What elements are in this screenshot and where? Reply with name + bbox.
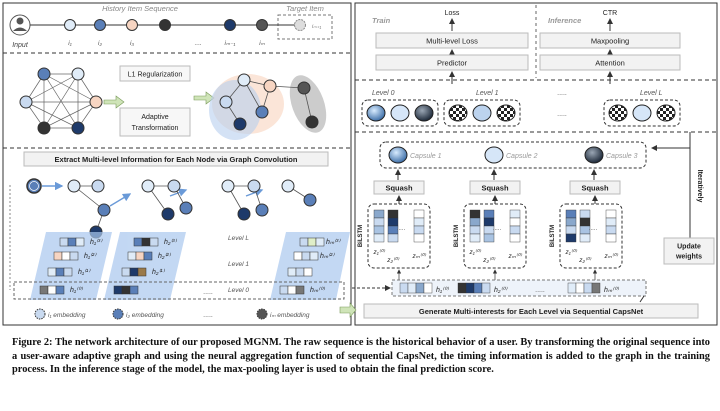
squash-box: Squash <box>581 184 609 193</box>
dots: ..... <box>397 226 406 232</box>
generate-label: Generate Multi-interests for Each Level … <box>419 307 644 316</box>
h-label: hₘ⁽³⁾ <box>326 238 341 246</box>
level-0-label: Level 0 <box>228 287 249 294</box>
h-label: h₁⁽⁰⁾ <box>70 286 84 294</box>
level-l-label: Level L <box>228 235 249 242</box>
capsule-label: Capsule 1 <box>410 153 442 160</box>
input-label: Input <box>12 42 29 49</box>
dots: ..... <box>589 226 598 232</box>
graph-section: L1 Regularization Adaptive Transformatio… <box>19 65 327 140</box>
h-label: hₘ⁽⁰⁾ <box>310 286 326 294</box>
seq-label: .... <box>194 40 201 47</box>
dots: ..... <box>203 312 213 319</box>
extract-label: Extract Multi-level Information for Each… <box>55 155 298 164</box>
z-label: z₂⁽⁰⁾ <box>386 257 400 264</box>
squash-box: Squash <box>481 184 509 193</box>
dots: ..... <box>203 289 213 296</box>
embedding-label: i₂ embedding <box>126 312 164 319</box>
h-label: h₁⁽¹⁾ <box>78 268 91 276</box>
h-label: hₘ⁽⁰⁾ <box>604 286 620 294</box>
level-1-label: Level 1 <box>228 261 249 268</box>
architecture-diagram: Input History Item Sequence Target Item … <box>2 2 718 326</box>
target-label: Target Item <box>286 4 324 13</box>
h-label: h₂⁽³⁾ <box>164 238 178 246</box>
ctr-label: CTR <box>603 10 617 17</box>
z-label: zₘ⁽⁰⁾ <box>411 253 427 260</box>
train-label: Train <box>372 16 391 25</box>
update-weights-label-2: weights <box>675 254 702 261</box>
z-label: zₘ⁽⁰⁾ <box>603 253 619 260</box>
seq-label: i₂ <box>98 40 102 47</box>
level-l-label: Level L <box>640 90 663 97</box>
capsnet-section: Capsule 1 Capsule 2 Capsule 3 Squash Squ… <box>352 132 715 319</box>
h-label: hₘ⁽²⁾ <box>320 252 335 260</box>
caption-text: The network architecture of our proposed… <box>12 337 711 376</box>
train-inference-section: Train Inference Loss CTR Multi-level Los… <box>372 10 681 84</box>
dots: ..... <box>557 111 567 118</box>
maxpooling-box: Maxpooling <box>591 37 629 46</box>
l1-regularization-label: L1 Regularization <box>128 72 183 79</box>
capsule-label: Capsule 3 <box>606 153 638 160</box>
h-label: h₂⁽¹⁾ <box>152 268 166 276</box>
inference-label: Inference <box>548 16 581 25</box>
seq-label: iₘ₊₁ <box>312 24 322 30</box>
caption-label: Figure 2: <box>12 337 53 348</box>
graph-convolution-section: Extract Multi-level Information for Each… <box>9 151 357 320</box>
h-label: h₂⁽⁰⁾ <box>494 286 508 294</box>
seq-label: i₁ <box>68 40 72 47</box>
embedding-label: iₘ embedding <box>270 312 310 319</box>
z-label: z₁⁽⁰⁾ <box>372 249 386 256</box>
h-label: h₁⁽²⁾ <box>84 252 97 260</box>
seq-label: iₘ <box>259 40 265 47</box>
update-weights-label-1: Update <box>677 244 701 251</box>
h-label: h₁⁽⁰⁾ <box>436 286 450 294</box>
level-0-label: Level 0 <box>372 90 395 97</box>
dots: ..... <box>535 287 545 294</box>
dots: ..... <box>557 90 567 97</box>
dots: ..... <box>493 226 502 232</box>
bilstm-label: BiLSTM <box>454 225 460 247</box>
multi-level-loss-box: Multi-level Loss <box>426 37 478 46</box>
seq-label: iₘ₋₁ <box>225 40 236 47</box>
level-1-label: Level 1 <box>476 90 499 97</box>
bilstm-label: BiLSTM <box>358 225 364 247</box>
adaptive-label-2: Transformation <box>132 125 179 132</box>
bilstm-label: BiLSTM <box>550 225 556 247</box>
embedding-label: i₁ embedding <box>48 312 86 319</box>
z-label: z₂⁽⁰⁾ <box>482 257 496 264</box>
iteratively-label: Iteratively <box>696 170 703 203</box>
figure-caption: Figure 2: The network architecture of ou… <box>12 336 710 377</box>
seq-label: i₃ <box>130 40 134 47</box>
z-label: z₁⁽⁰⁾ <box>564 249 578 256</box>
capsule-label: Capsule 2 <box>506 153 538 160</box>
adaptive-label-1: Adaptive <box>141 114 168 121</box>
h-label: h₁⁽³⁾ <box>90 238 103 246</box>
z-label: z₁⁽⁰⁾ <box>468 249 482 256</box>
attention-box: Attention <box>595 59 625 68</box>
loss-label: Loss <box>445 10 460 17</box>
predictor-box: Predictor <box>437 59 468 68</box>
input-row: Input History Item Sequence Target Item … <box>9 4 333 49</box>
h-label: h₂⁽²⁾ <box>158 252 172 260</box>
squash-box: Squash <box>385 184 413 193</box>
levels-row: Level 0 Level 1 Level L ..... ..... <box>361 90 681 127</box>
z-label: zₘ⁽⁰⁾ <box>507 253 523 260</box>
history-label: History Item Sequence <box>102 4 178 13</box>
z-label: z₂⁽⁰⁾ <box>578 257 592 264</box>
